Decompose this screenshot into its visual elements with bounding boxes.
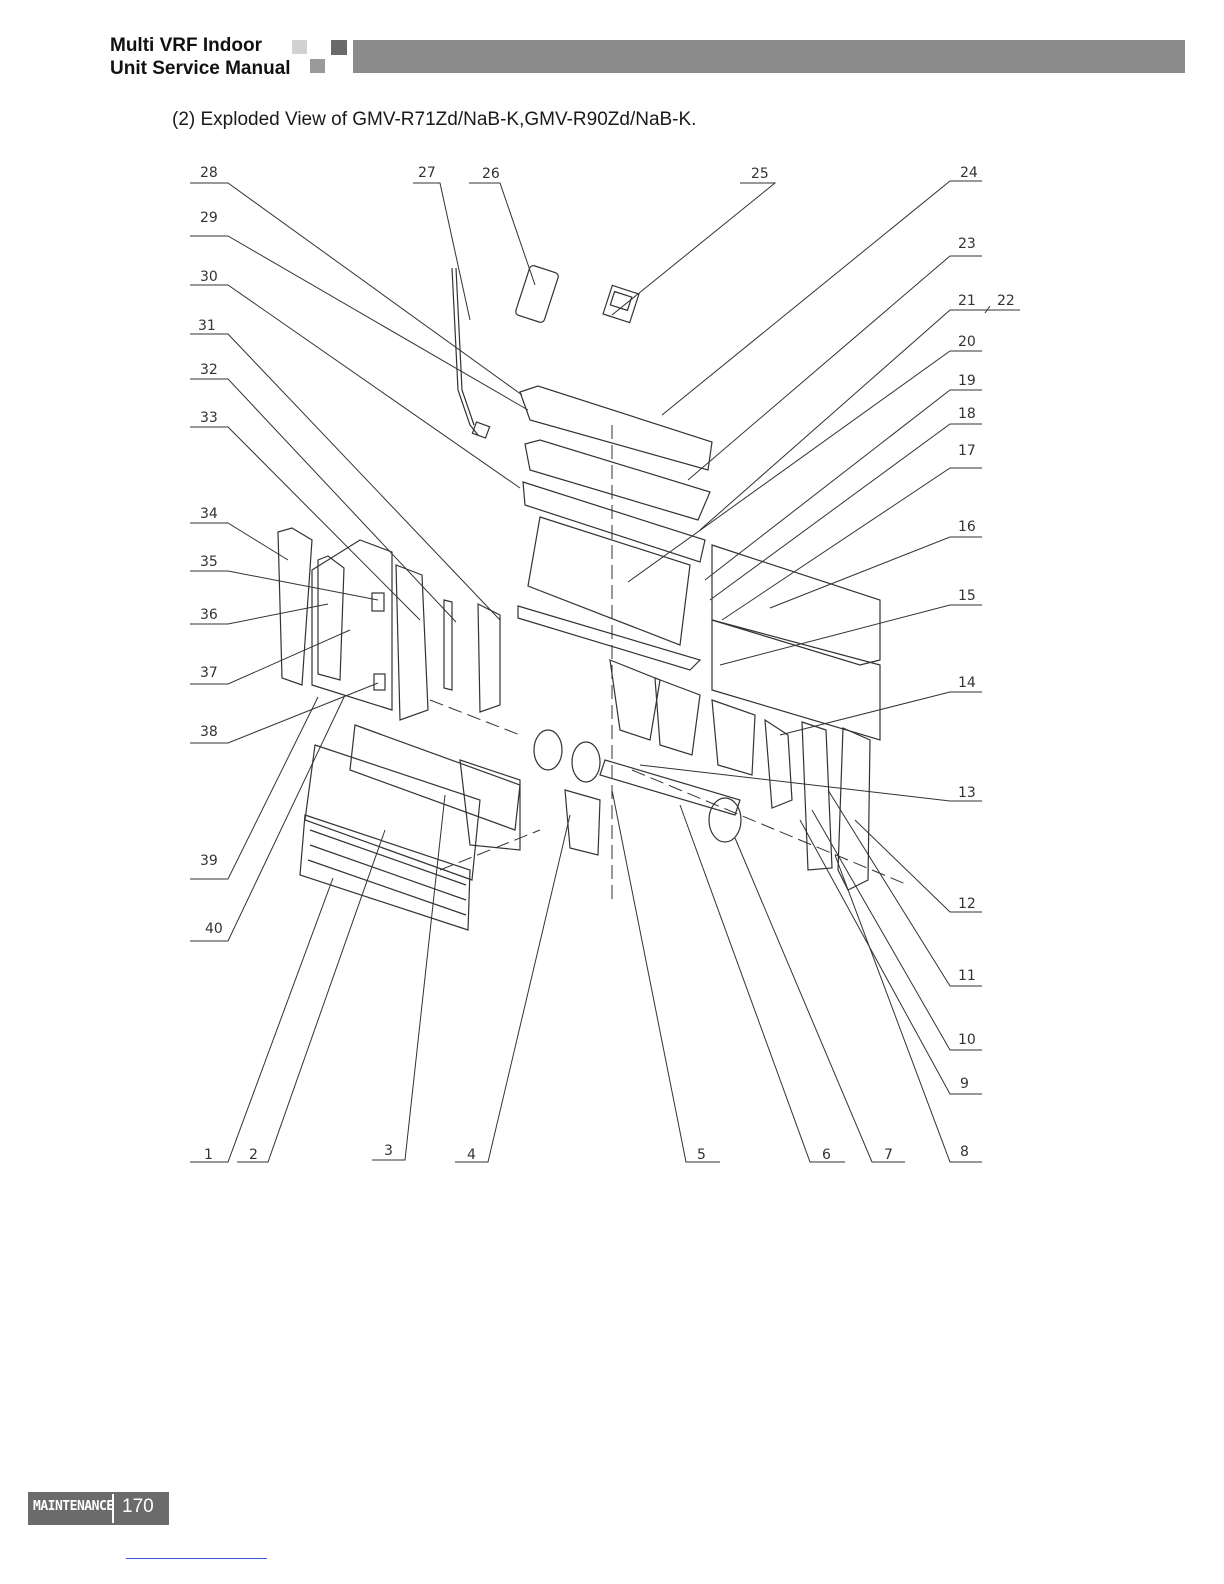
part-illustration (278, 265, 880, 930)
callout-31: 31 (198, 318, 216, 334)
page-number: 170 (122, 1496, 154, 1518)
callout-36: 36 (200, 607, 218, 623)
callout-13: 13 (958, 785, 976, 801)
callout-35: 35 (200, 554, 218, 570)
callout-40: 40 (205, 921, 223, 937)
callout-3: 3 (384, 1143, 393, 1159)
callout-37: 37 (200, 665, 218, 681)
callout-16: 16 (958, 519, 976, 535)
callout-7: 7 (884, 1147, 893, 1163)
callout-6: 6 (822, 1147, 831, 1163)
callout-19: 19 (958, 373, 976, 389)
callout-2: 2 (249, 1147, 258, 1163)
callout-20: 20 (958, 334, 976, 350)
callout-10: 10 (958, 1032, 976, 1048)
bottom-rule (126, 1558, 267, 1559)
callout-22: 22 (997, 293, 1015, 309)
callout-30: 30 (200, 269, 218, 285)
callout-28: 28 (200, 165, 218, 181)
callout-34: 34 (200, 506, 218, 522)
callout-23: 23 (958, 236, 976, 252)
callout-11: 11 (958, 968, 976, 984)
callout-27: 27 (418, 165, 436, 181)
callout-24: 24 (960, 165, 978, 181)
callout-21: 21 (958, 293, 976, 309)
callout-9: 9 (960, 1076, 969, 1092)
callout-38: 38 (200, 724, 218, 740)
footer-section-label: MAINTENANCE (33, 1499, 114, 1514)
leader-lines (190, 181, 1020, 1162)
callout-25: 25 (751, 166, 769, 182)
footer-divider (112, 1494, 114, 1523)
callout-33: 33 (200, 410, 218, 426)
callout-17: 17 (958, 443, 976, 459)
callout-26: 26 (482, 166, 500, 182)
callout-32: 32 (200, 362, 218, 378)
callout-8: 8 (960, 1144, 969, 1160)
callout-4: 4 (467, 1147, 476, 1163)
callout-12: 12 (958, 896, 976, 912)
callout-29: 29 (200, 210, 218, 226)
centerline-dashes (430, 425, 908, 905)
callout-5: 5 (697, 1147, 706, 1163)
callout-18: 18 (958, 406, 976, 422)
callout-1: 1 (204, 1147, 213, 1163)
callout-39: 39 (200, 853, 218, 869)
callout-14: 14 (958, 675, 976, 691)
callout-15: 15 (958, 588, 976, 604)
